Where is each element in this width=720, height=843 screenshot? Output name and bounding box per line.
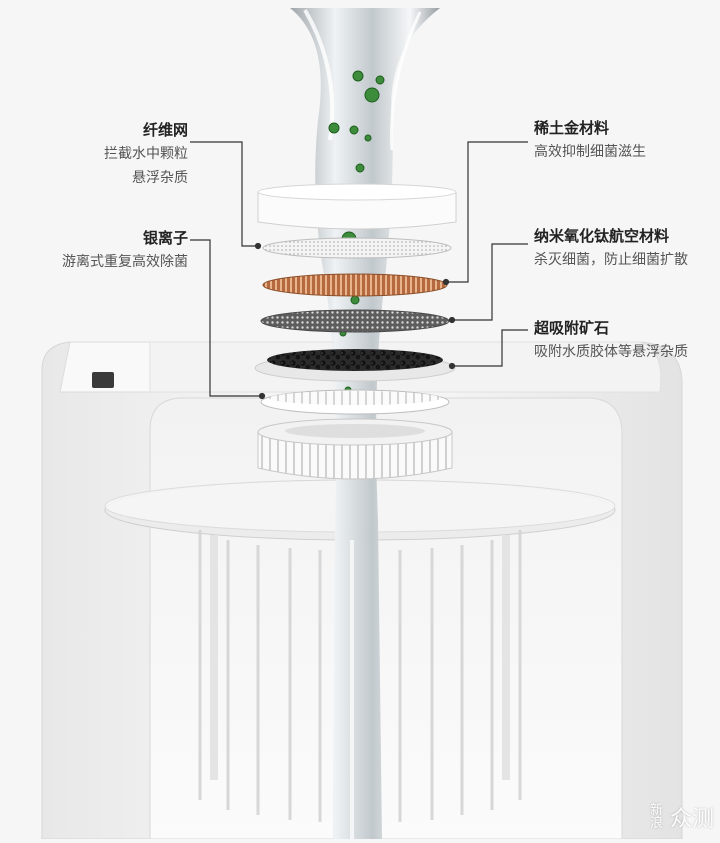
watermark-line1: 新 [649, 803, 663, 818]
label-nano-titanium: 纳米氧化钛航空材料 杀灭细菌，防止细菌扩散 [534, 224, 688, 272]
leader-nano-titanium [452, 243, 528, 321]
label-silver-ion-line1: 游离式重复高效除菌 [62, 254, 188, 270]
nano-titanium-layer [260, 309, 450, 333]
label-nano-titanium-title: 纳米氧化钛航空材料 [534, 227, 670, 245]
watermark-text: 众测 [669, 807, 714, 832]
label-super-adsorb: 超吸附矿石 吸附水质胶体等悬浮杂质 [534, 316, 688, 364]
leader-rare-earth [446, 141, 528, 283]
leader-lines [190, 141, 528, 400]
label-fiber-mesh-line1: 拦截水中颗粒 [104, 146, 188, 162]
watermark-logo: 新 浪 [650, 804, 668, 830]
label-super-adsorb-line1: 吸附水质胶体等悬浮杂质 [534, 344, 688, 360]
mineral-layer [267, 349, 443, 371]
label-silver-ion: 银离子 游离式重复高效除菌 [62, 226, 188, 274]
leader-silver-ion [190, 239, 262, 397]
label-nano-titanium-line1: 杀灭细菌，防止细菌扩散 [534, 252, 688, 268]
label-silver-ion-title: 银离子 [142, 229, 188, 247]
label-fiber-mesh-title: 纤维网 [142, 121, 188, 139]
label-super-adsorb-title: 超吸附矿石 [534, 319, 610, 337]
label-rare-earth-title: 稀土金材料 [534, 119, 610, 137]
fiber-mesh-layer [262, 237, 452, 259]
rare-earth-layer [262, 273, 448, 297]
watermark-line2: 浪 [649, 816, 663, 831]
label-fiber-mesh: 纤维网 拦截水中颗粒 悬浮杂质 [104, 118, 188, 190]
filter-stack [254, 183, 457, 480]
leader-super-adsorb [452, 329, 528, 367]
filter-cap [257, 191, 457, 230]
watermark: 新 浪 众测 [650, 801, 714, 833]
display-panel [92, 372, 114, 388]
label-fiber-mesh-line2: 悬浮杂质 [132, 170, 188, 186]
label-rare-earth-line1: 高效抑制细菌滋生 [534, 144, 646, 160]
label-rare-earth: 稀土金材料 高效抑制细菌滋生 [534, 116, 646, 164]
leader-fiber-mesh [190, 141, 258, 247]
